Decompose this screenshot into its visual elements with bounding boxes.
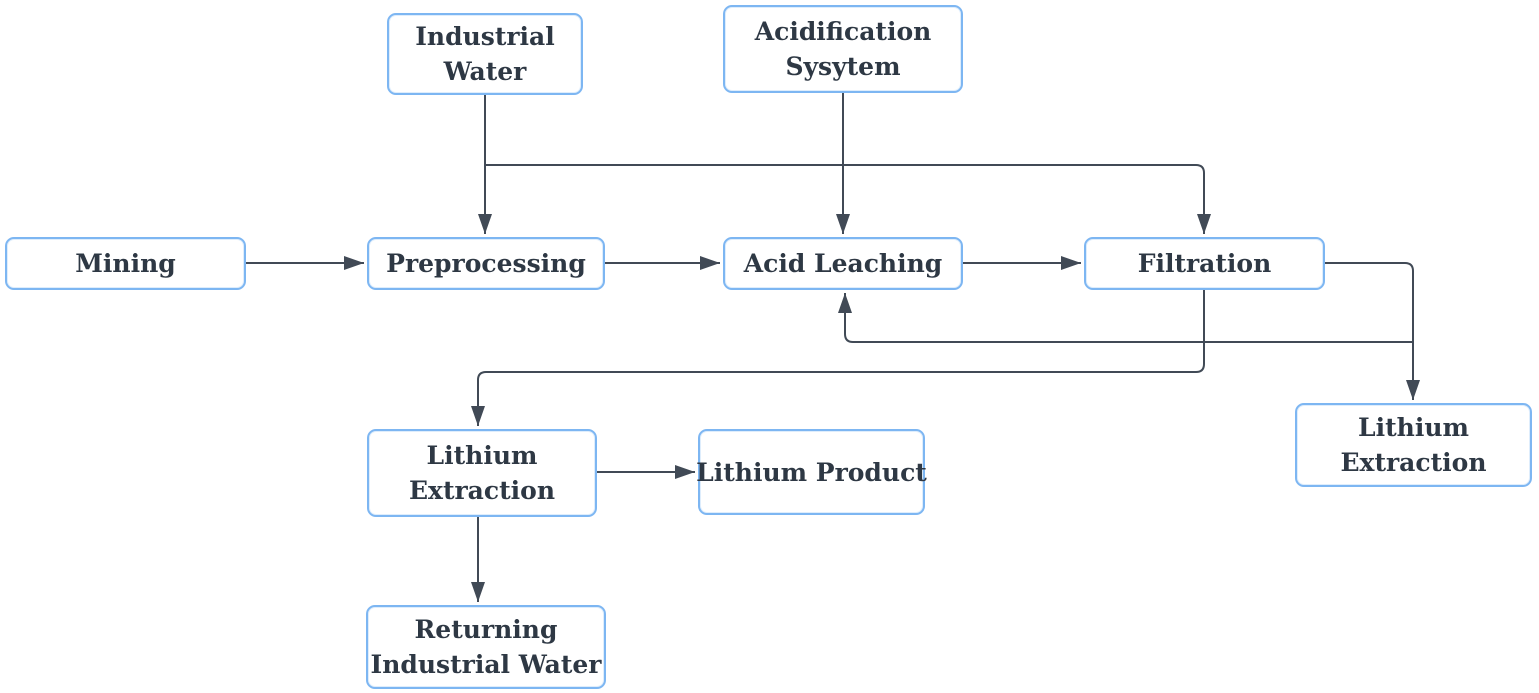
node-acidification-system: Acidification Sysytem [723,5,963,93]
node-label: Preprocessing [386,249,586,278]
node-label: Water [443,57,527,86]
node-acid-leaching: Acid Leaching [723,237,963,290]
node-label: Lithium [426,441,538,470]
node-label: Industrial Water [370,650,602,679]
edge-industrial-water-filtration [485,164,1211,234]
node-lithium-extraction-right: Lithium Extraction [1295,403,1532,487]
edge-filtration-lithium-extraction [471,290,1205,426]
node-label: Mining [75,249,176,278]
node-label: Extraction [1340,448,1487,477]
node-industrial-water: Industrial Water [387,13,583,95]
node-filtration: Filtration [1084,237,1325,290]
node-label: Industrial [415,22,555,51]
node-label: Sysytem [785,52,901,81]
node-label: Acidification [754,17,932,46]
node-lithium-extraction: Lithium Extraction [367,429,597,517]
edge-filtration-lithium-extraction-right [1325,262,1420,400]
edge-filtration-acid-leaching-recycle [838,293,1413,343]
node-label: Lithium [1358,413,1469,442]
node-label: Filtration [1137,249,1272,278]
node-label: Acid Leaching [743,249,943,278]
node-label: Lithium Product [696,457,927,487]
node-returning-industrial-water: Returning Industrial Water [366,605,606,689]
node-label: Extraction [409,476,555,505]
node-mining: Mining [5,237,246,290]
node-lithium-product: Lithium Product [696,429,927,515]
node-preprocessing: Preprocessing [367,237,605,290]
node-label: Returning [414,615,558,644]
